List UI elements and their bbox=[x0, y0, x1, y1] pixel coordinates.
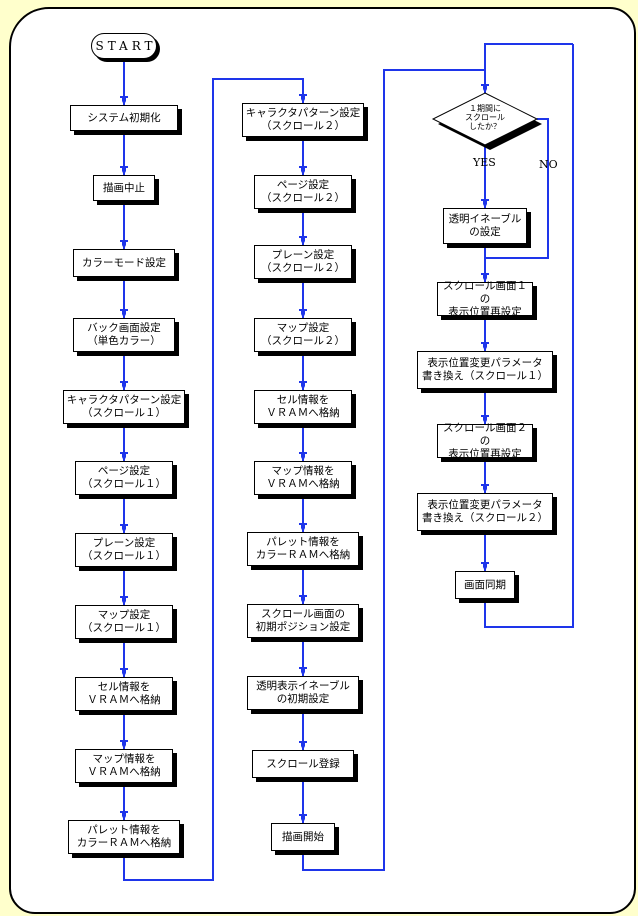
step-map-2: マップ設定 （スクロール２） bbox=[254, 318, 352, 352]
step-param-rewrite-1: 表示位置変更パラメータ 書き換え（スクロール１） bbox=[417, 351, 553, 389]
step-scroll2-position-reset: スクロール画面２の 表示位置再設定 bbox=[437, 422, 533, 460]
yes-branch-label: YES bbox=[473, 156, 496, 169]
step-param-rewrite-2: 表示位置変更パラメータ 書き換え（スクロール２） bbox=[417, 493, 553, 531]
step-page-1: ページ設定 （スクロール１） bbox=[75, 461, 173, 495]
step-scroll-register: スクロール登録 bbox=[252, 750, 354, 778]
step-plane-2: プレーン設定 （スクロール２） bbox=[254, 245, 352, 279]
step-cell-vram-2: セル情報を ＶＲＡＭへ格納 bbox=[254, 390, 352, 424]
decision-diamond bbox=[431, 92, 542, 150]
step-cell-vram-1: セル情報を ＶＲＡＭへ格納 bbox=[75, 677, 173, 711]
decision-label: １期間に スクロール したか？ bbox=[465, 104, 505, 131]
step-mapinfo-vram-2: マップ情報を ＶＲＡＭへ格納 bbox=[254, 461, 352, 495]
step-back-screen: バック画面設定 （単色カラー） bbox=[73, 318, 175, 352]
step-transparent-enable-set: 透明イネーブル の設定 bbox=[443, 208, 527, 244]
step-screen-sync: 画面同期 bbox=[455, 571, 515, 599]
step-charpattern-2: キャラクタパターン設定 （スクロール２） bbox=[242, 103, 364, 137]
start-terminal: START bbox=[91, 33, 157, 59]
step-draw-start: 描画開始 bbox=[271, 823, 335, 851]
step-palette-colorram-1: パレット情報を カラーＲＡＭへ格納 bbox=[68, 820, 180, 854]
step-initial-position: スクロール画面の 初期ポジション設定 bbox=[247, 604, 359, 638]
step-draw-stop: 描画中止 bbox=[93, 175, 155, 201]
step-charpattern-1: キャラクタパターン設定 （スクロール１） bbox=[63, 390, 185, 424]
step-page-2: ページ設定 （スクロール２） bbox=[254, 175, 352, 209]
step-plane-1: プレーン設定 （スクロール１） bbox=[75, 533, 173, 567]
step-transparent-enable-init: 透明表示イネーブル の初期設定 bbox=[247, 676, 359, 710]
step-palette-colorram-2: パレット情報を カラーＲＡＭへ格納 bbox=[247, 532, 359, 566]
step-mapinfo-vram-1: マップ情報を ＶＲＡＭへ格納 bbox=[75, 749, 173, 783]
step-system-init: システム初期化 bbox=[70, 105, 178, 131]
step-color-mode: カラーモード設定 bbox=[73, 249, 175, 277]
step-scroll1-position-reset: スクロール画面１の 表示位置再設定 bbox=[437, 280, 533, 318]
step-map-1: マップ設定 （スクロール１） bbox=[75, 605, 173, 639]
no-branch-label: NO bbox=[539, 158, 558, 171]
